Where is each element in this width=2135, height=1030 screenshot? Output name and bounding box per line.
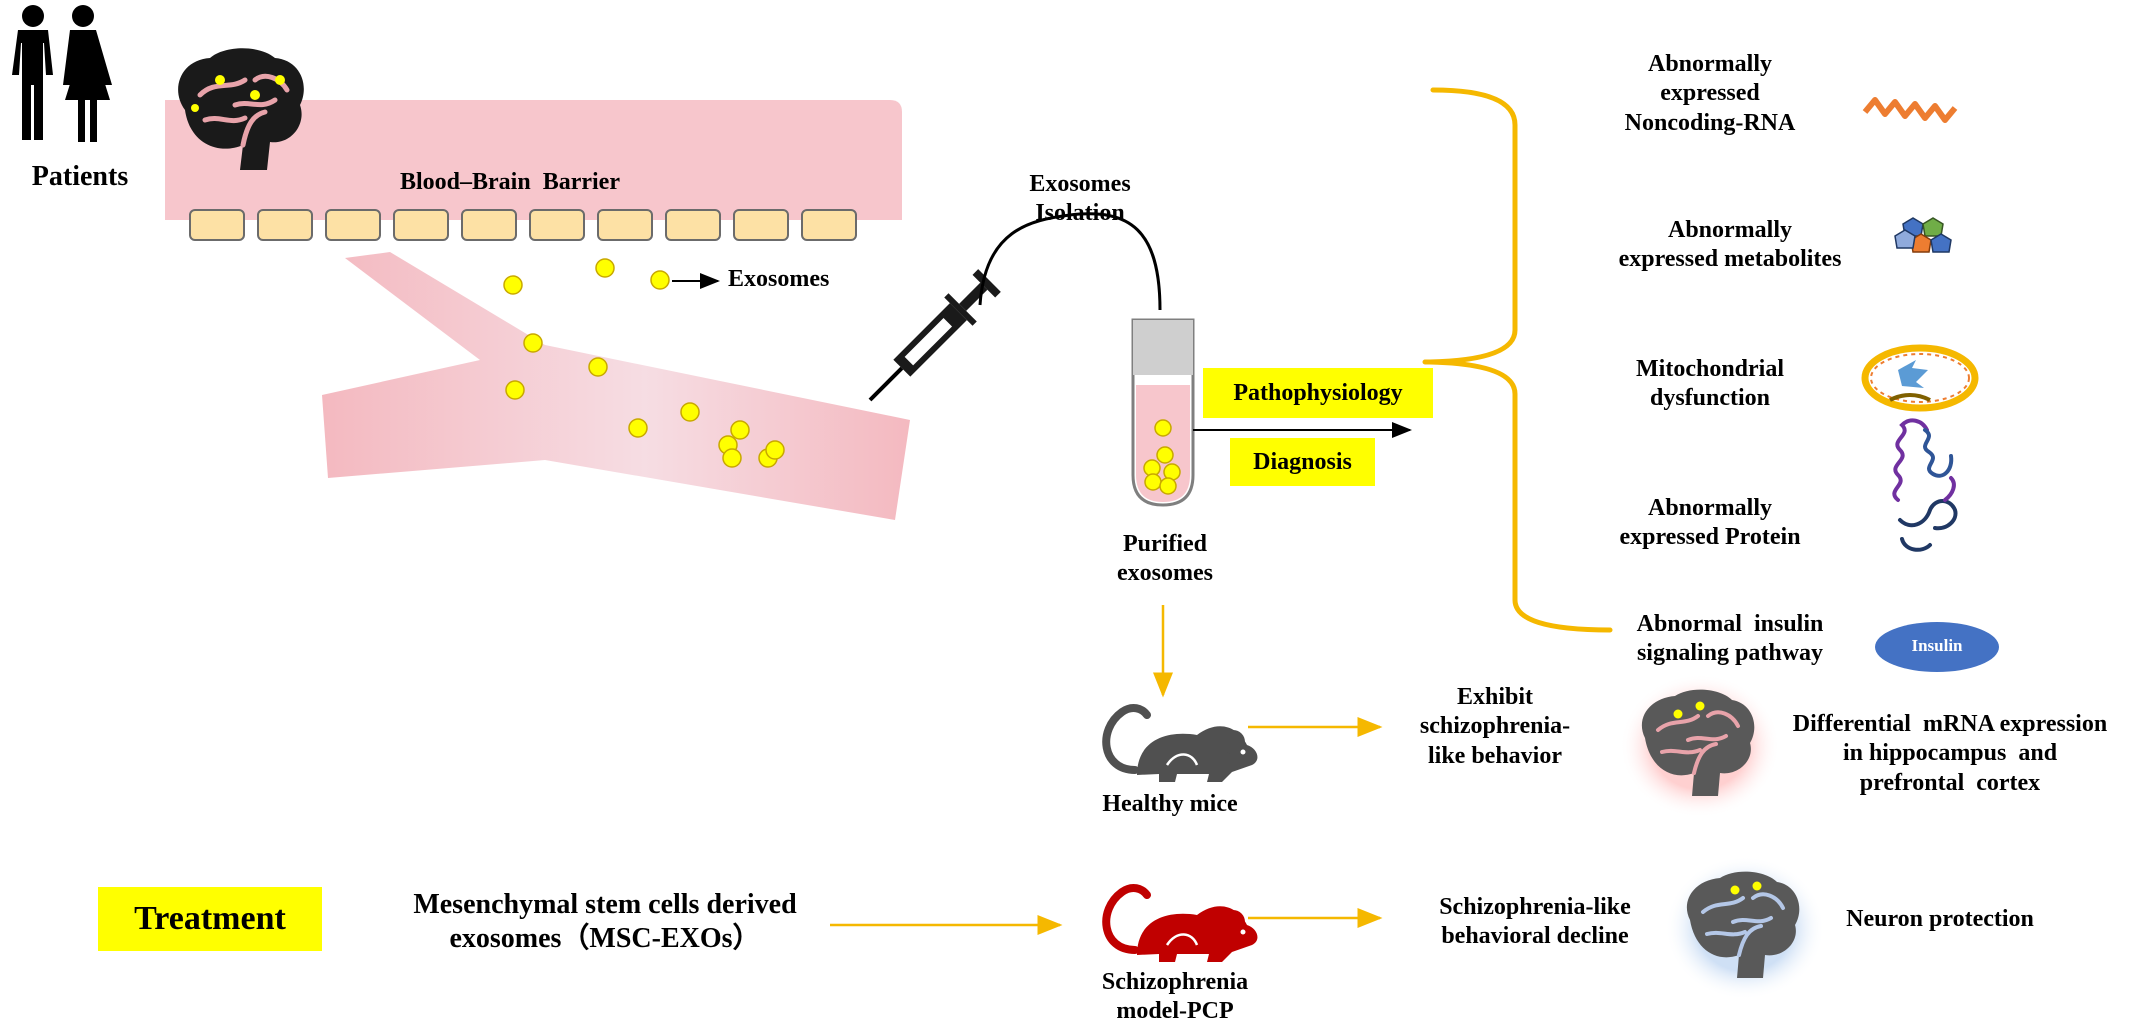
noncoding-rna-icon (1862, 97, 1958, 123)
brain-icon-top (178, 48, 304, 170)
finding-line: Mitochondrial (1636, 356, 1784, 382)
insulin-icon (1875, 622, 1999, 672)
exhibit-line: schizophrenia- (1419, 713, 1571, 740)
isolation-line-1: Exosomes (1029, 171, 1131, 197)
finding-metabolites: Abnormally expressed metabolites (1580, 216, 1880, 275)
finding-noncoding-rna: Abnormally expressed Noncoding-RNA (1600, 50, 1820, 138)
finding-line: Abnormal insulin (1636, 611, 1824, 637)
finding-line: Abnormally (1647, 495, 1772, 521)
msc-line: exosomes（MSC-EXOs） (449, 923, 761, 955)
model-mouse-icon (1102, 884, 1258, 962)
endothelial-cells (189, 209, 857, 241)
healthy-mouse-icon (1102, 704, 1258, 782)
metabolites-icon (1894, 217, 1952, 253)
finding-line: Abnormally (1647, 51, 1772, 77)
exosome-particles (503, 258, 785, 468)
blood-brain-barrier (165, 100, 902, 241)
msc-line: Mesenchymal stem cells derived (413, 889, 797, 920)
purified-line-2: exosomes (1117, 560, 1213, 587)
finding-protein: Abnormally expressed Protein (1580, 494, 1840, 553)
decline-line: behavioral decline (1441, 923, 1629, 950)
findings-bracket (1422, 87, 1613, 633)
decline-line: Schizophrenia-like (1439, 894, 1631, 920)
finding-line: Abnormally (1667, 217, 1792, 243)
schizophrenia-model-label: Schizophrenia model-PCP (1080, 968, 1270, 1027)
exhibit-line: Exhibit (1456, 684, 1534, 710)
exosomes-label: Exosomes (728, 266, 830, 292)
mrna-line: Differential mRNA expression (1792, 711, 2108, 737)
finding-line: dysfunction (1649, 385, 1771, 412)
test-tube (1131, 318, 1195, 507)
msc-exos-label: Mesenchymal stem cells derived exosomes（… (380, 888, 830, 956)
mrna-line: in hippocampus and (1842, 740, 2058, 767)
finding-mitochondria: Mitochondrial dysfunction (1600, 355, 1820, 414)
mitochondria-icon (1861, 344, 1979, 412)
isolation-line-2: Isolation (1035, 200, 1125, 227)
behavioral-decline-label: Schizophrenia-like behavioral decline (1400, 893, 1670, 952)
finding-line: expressed (1660, 80, 1760, 107)
mrna-line: prefrontal cortex (1859, 769, 2041, 796)
finding-line: signaling pathway (1636, 640, 1824, 667)
exosomes-isolation-label: Exosomes Isolation (1000, 170, 1160, 229)
brain-icon-healthy (1620, 674, 1780, 818)
pathophysiology-highlight: Pathophysiology (1203, 368, 1433, 418)
exhibit-line: like behavior (1427, 742, 1562, 769)
purified-line-1: Purified (1123, 531, 1207, 557)
healthy-mice-label: Healthy mice (1102, 791, 1238, 817)
brain-icon-protected (1665, 856, 1825, 1000)
diagnosis-highlight: Diagnosis (1230, 438, 1375, 486)
treatment-highlight: Treatment (98, 887, 322, 951)
purified-exosomes-label: Purified exosomes (1080, 530, 1250, 589)
protein-icon (1892, 418, 1958, 552)
finding-line: Noncoding-RNA (1624, 109, 1796, 136)
patients-label: Patients (31, 161, 129, 192)
mrna-expression-label: Differential mRNA expression in hippocam… (1770, 710, 2130, 798)
blood-brain-barrier-label: Blood–Brain Barrier (400, 169, 620, 195)
neuron-protection-label: Neuron protection (1846, 906, 2034, 932)
insulin-text: Insulin (1911, 636, 1963, 655)
exhibit-behavior-label: Exhibit schizophrenia- like behavior (1395, 683, 1595, 771)
finding-line: expressed metabolites (1618, 246, 1842, 273)
finding-line: expressed Protein (1619, 524, 1801, 551)
finding-insulin: Abnormal insulin signaling pathway (1600, 610, 1860, 669)
isolation-tube (978, 212, 1162, 311)
model-line: Schizophrenia (1101, 969, 1249, 995)
patients-icon (12, 5, 112, 142)
model-line: model-PCP (1116, 998, 1234, 1025)
